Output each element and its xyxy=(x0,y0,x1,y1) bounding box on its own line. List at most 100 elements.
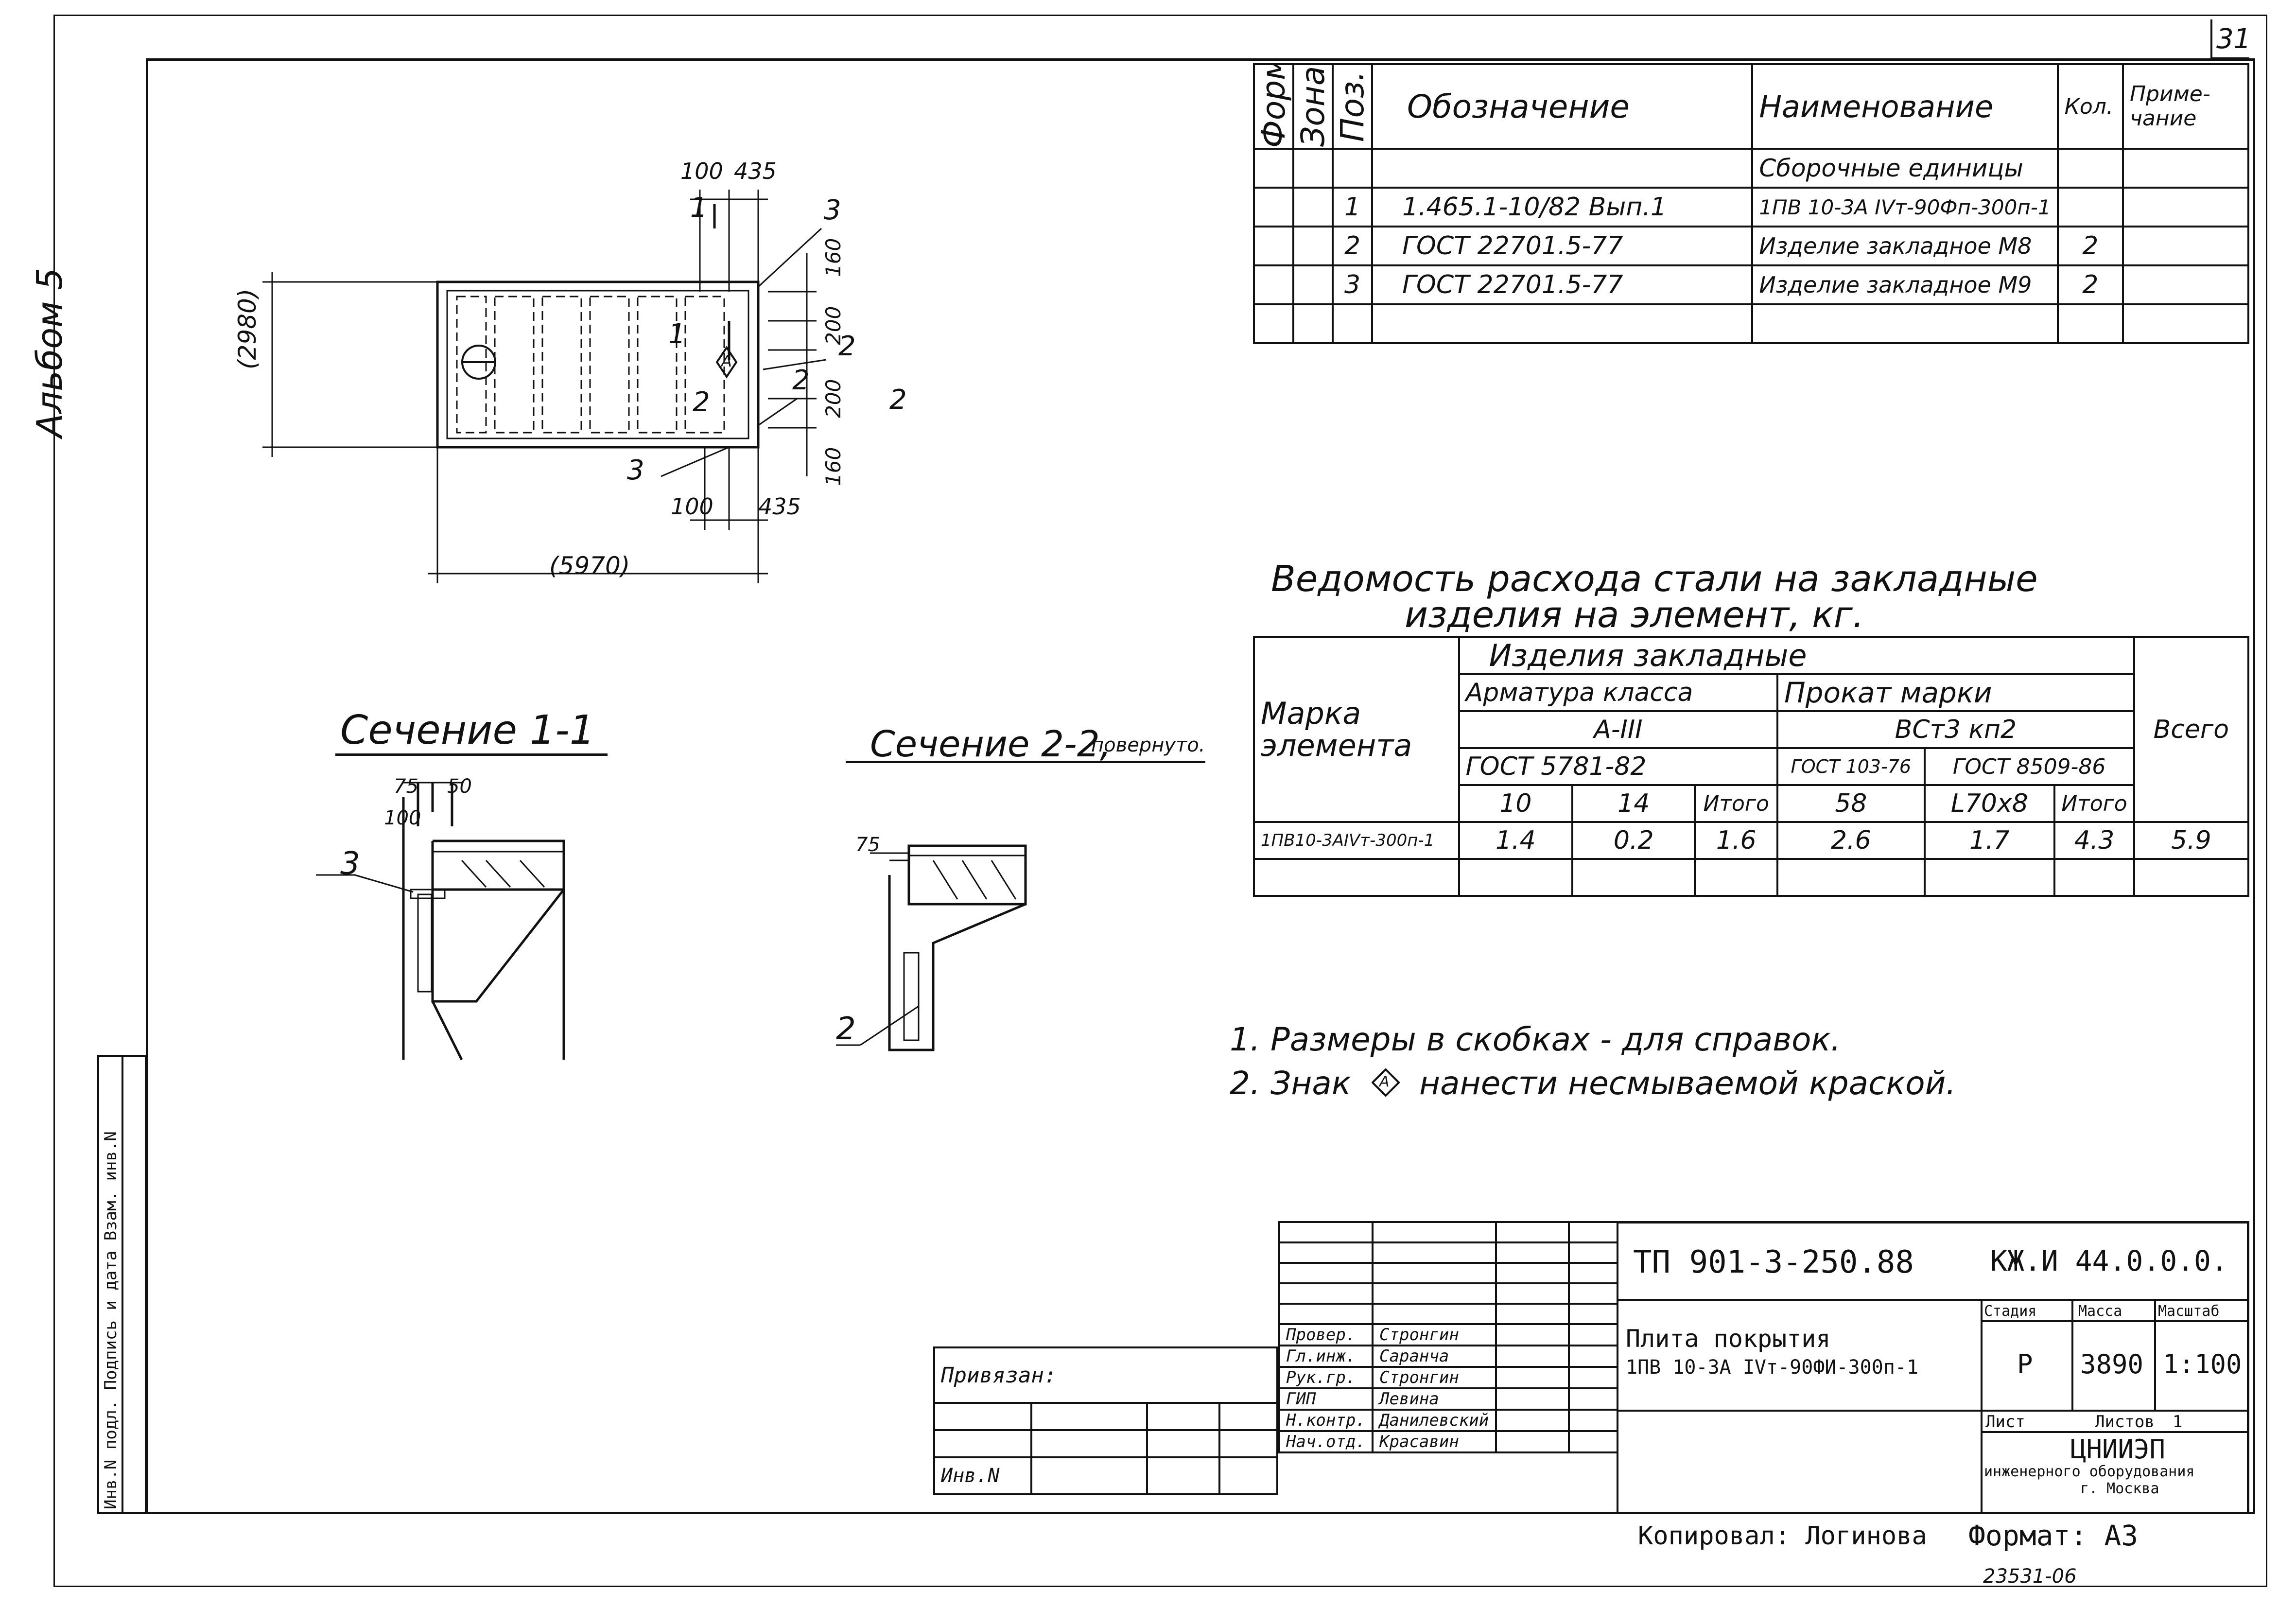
archive-number: 23531-06 xyxy=(1983,1565,2077,1588)
stage-value: Р xyxy=(2017,1349,2033,1380)
plan-sign: А xyxy=(721,352,732,370)
mass-value: 3890 xyxy=(2080,1349,2144,1380)
section-1-underline xyxy=(335,753,608,756)
title-main-box xyxy=(1617,1221,2249,1514)
plan-callout-2-mid: 2 xyxy=(792,365,810,396)
plan-callout-3-bottom: 3 xyxy=(627,454,644,486)
margin-stamp-box xyxy=(122,1055,147,1514)
drawing-frame xyxy=(146,58,2255,1514)
spec-table: Формат Зона Поз. Обозначение Наименовани… xyxy=(1253,63,2250,344)
note-2-sign: А xyxy=(1379,1073,1390,1090)
plan-section-1-top: 1 xyxy=(690,192,708,224)
section-1-drawing xyxy=(316,782,565,1061)
org-city: г. Москва xyxy=(2080,1480,2159,1497)
outer-border xyxy=(53,15,2267,1587)
page-number-box xyxy=(2210,19,2249,59)
drawing-name-1: Плита покрытия xyxy=(1626,1325,1831,1353)
steel-h-rolled: Прокат марки xyxy=(1776,673,2135,712)
title-hline-1 xyxy=(1617,1299,2249,1301)
steel-h-gost-rebar: ГОСТ 5781-82 xyxy=(1458,747,1779,786)
drawing-name-2: 1ПВ 10-3А IVт-90ФИ-300п-1 xyxy=(1626,1356,1919,1379)
plan-section-2-mid: 2 xyxy=(693,386,710,418)
stage-header: Стадия xyxy=(1984,1303,2037,1320)
note-2-prefix: 2. Знак xyxy=(1230,1065,1351,1102)
table-row: 1ПВ10-3АIVт-300п-1 1.4 0.2 1.6 2.6 1.7 4… xyxy=(1253,821,2250,860)
table-row: Нач.отд.Красавин xyxy=(1278,1430,1619,1453)
sheets-value: 1 xyxy=(2173,1412,2183,1432)
steel-h-rebar: Арматура класса xyxy=(1458,673,1779,712)
section-1-dim-100: 100 xyxy=(384,807,421,829)
drawing-code: КЖ.И 44.0.0.0. xyxy=(1990,1244,2228,1277)
note-2-sign-icon xyxy=(1371,1068,1400,1097)
plan-section-2-right: 2 xyxy=(889,384,907,416)
spec-h-format: Формат xyxy=(1254,64,1293,149)
spec-h-qty: Кол. xyxy=(2056,63,2124,150)
plan-dim-200-bottom: 200 xyxy=(821,379,845,418)
sheet-format: Формат: А3 xyxy=(1968,1519,2139,1552)
spec-h-zone: Зона xyxy=(1293,64,1333,149)
plan-callout-3-top: 3 xyxy=(824,194,841,226)
section-1-dim-75: 75 xyxy=(394,775,418,798)
inv-label: Инв.N xyxy=(933,1456,1032,1495)
spec-h-designation: Обозначение xyxy=(1371,63,1754,150)
section-2-title: Сечение 2-2, xyxy=(870,723,1112,765)
steel-h-total-all: Всего xyxy=(2133,636,2250,823)
steel-table: Марка элемента Изделия закладные Всего А… xyxy=(1253,636,2250,897)
note-1: 1. Размеры в скобках - для справок. xyxy=(1230,1021,1841,1058)
section-2-underline xyxy=(846,761,1205,763)
spec-section-title: Сборочные единицы xyxy=(1751,148,2059,189)
title-vline-2 xyxy=(2071,1299,2073,1410)
steel-title-1: Ведомость расхода стали на закладные xyxy=(1271,558,2038,600)
steel-title-2: изделия на элемент, кг. xyxy=(1405,594,1864,636)
album-label: Альбом 5 xyxy=(29,267,70,437)
plan-view xyxy=(262,190,827,583)
bound-label: Привязан: xyxy=(933,1346,1278,1404)
title-hline-4 xyxy=(1981,1431,2249,1433)
note-2-text: нанести несмываемой краской. xyxy=(1419,1065,1956,1102)
spec-h-pos: Поз. xyxy=(1333,64,1372,149)
steel-h-group: Изделия закладные xyxy=(1458,636,2135,675)
plan-dim-bottom-100: 100 xyxy=(671,493,713,520)
plan-dim-160-bottom: 160 xyxy=(821,447,845,486)
section-2-dim-75: 75 xyxy=(855,834,880,856)
section-1-title: Сечение 1-1 xyxy=(340,707,595,753)
sheet-label: Лист xyxy=(1985,1412,2025,1432)
margin-stamp-box-2 xyxy=(97,1055,122,1514)
steel-h-steel-grade: ВСт3 кп2 xyxy=(1776,710,2135,749)
mass-header: Масса xyxy=(2078,1303,2122,1320)
title-block-bound: Привязан: Инв.N xyxy=(933,1346,1279,1495)
plan-section-1-mid: 1 xyxy=(668,318,686,350)
project-number: ТП 901-3-250.88 xyxy=(1633,1244,1914,1280)
section-1-dim-50: 50 xyxy=(447,775,472,798)
plan-dim-top-100: 100 xyxy=(680,158,723,184)
sheets-label: Листов xyxy=(2095,1412,2155,1432)
title-hline-2 xyxy=(1617,1410,2249,1412)
table-row: Провер.Стронгин xyxy=(1278,1323,1619,1346)
plan-dim-top-435: 435 xyxy=(734,158,777,184)
table-row: 1 1.465.1-10/82 Вып.1 1ПВ 10-3А IVт-90Фп… xyxy=(1253,187,2250,227)
plan-dim-bottom-435: 435 xyxy=(758,493,801,520)
spec-h-name: Наименование xyxy=(1751,63,2059,150)
title-hline-3 xyxy=(1981,1320,2249,1322)
spec-h-note: Приме-чание xyxy=(2122,63,2250,150)
page-number: 31 xyxy=(2216,23,2251,55)
table-row: Н.контр.Данилевский xyxy=(1278,1409,1619,1432)
steel-h-rebar-class: А-III xyxy=(1458,710,1779,749)
table-row: 3 ГОСТ 22701.5-77 Изделие закладное М9 2 xyxy=(1253,264,2250,305)
scale-value: 1:100 xyxy=(2163,1349,2242,1380)
copied-by: Копировал: Логинова xyxy=(1638,1521,1927,1551)
scale-header: Масштаб xyxy=(2158,1303,2220,1320)
org-subtitle: инженерного оборудования xyxy=(1984,1463,2195,1480)
table-row: Гл.инж.Саранча xyxy=(1278,1345,1619,1368)
org-name: ЦНИИЭП xyxy=(2070,1434,2166,1465)
title-block-signatures: Провер.Стронгин Гл.инж.Саранча Рук.гр.Ст… xyxy=(1278,1221,1619,1453)
table-row: Рук.гр.Стронгин xyxy=(1278,1366,1619,1389)
steel-h-gost-103: ГОСТ 103-76 xyxy=(1776,747,1926,786)
plan-overall-height: (2980) xyxy=(233,288,261,369)
steel-h-mark: Марка элемента xyxy=(1253,636,1460,823)
margin-stamp: Инв.N подл. Подпись и дата Взам. инв.N xyxy=(101,1131,121,1509)
plan-callout-2-right: 2 xyxy=(838,331,856,362)
steel-h-gost-8509: ГОСТ 8509-86 xyxy=(1923,747,2135,786)
title-vline-3 xyxy=(2154,1299,2156,1410)
